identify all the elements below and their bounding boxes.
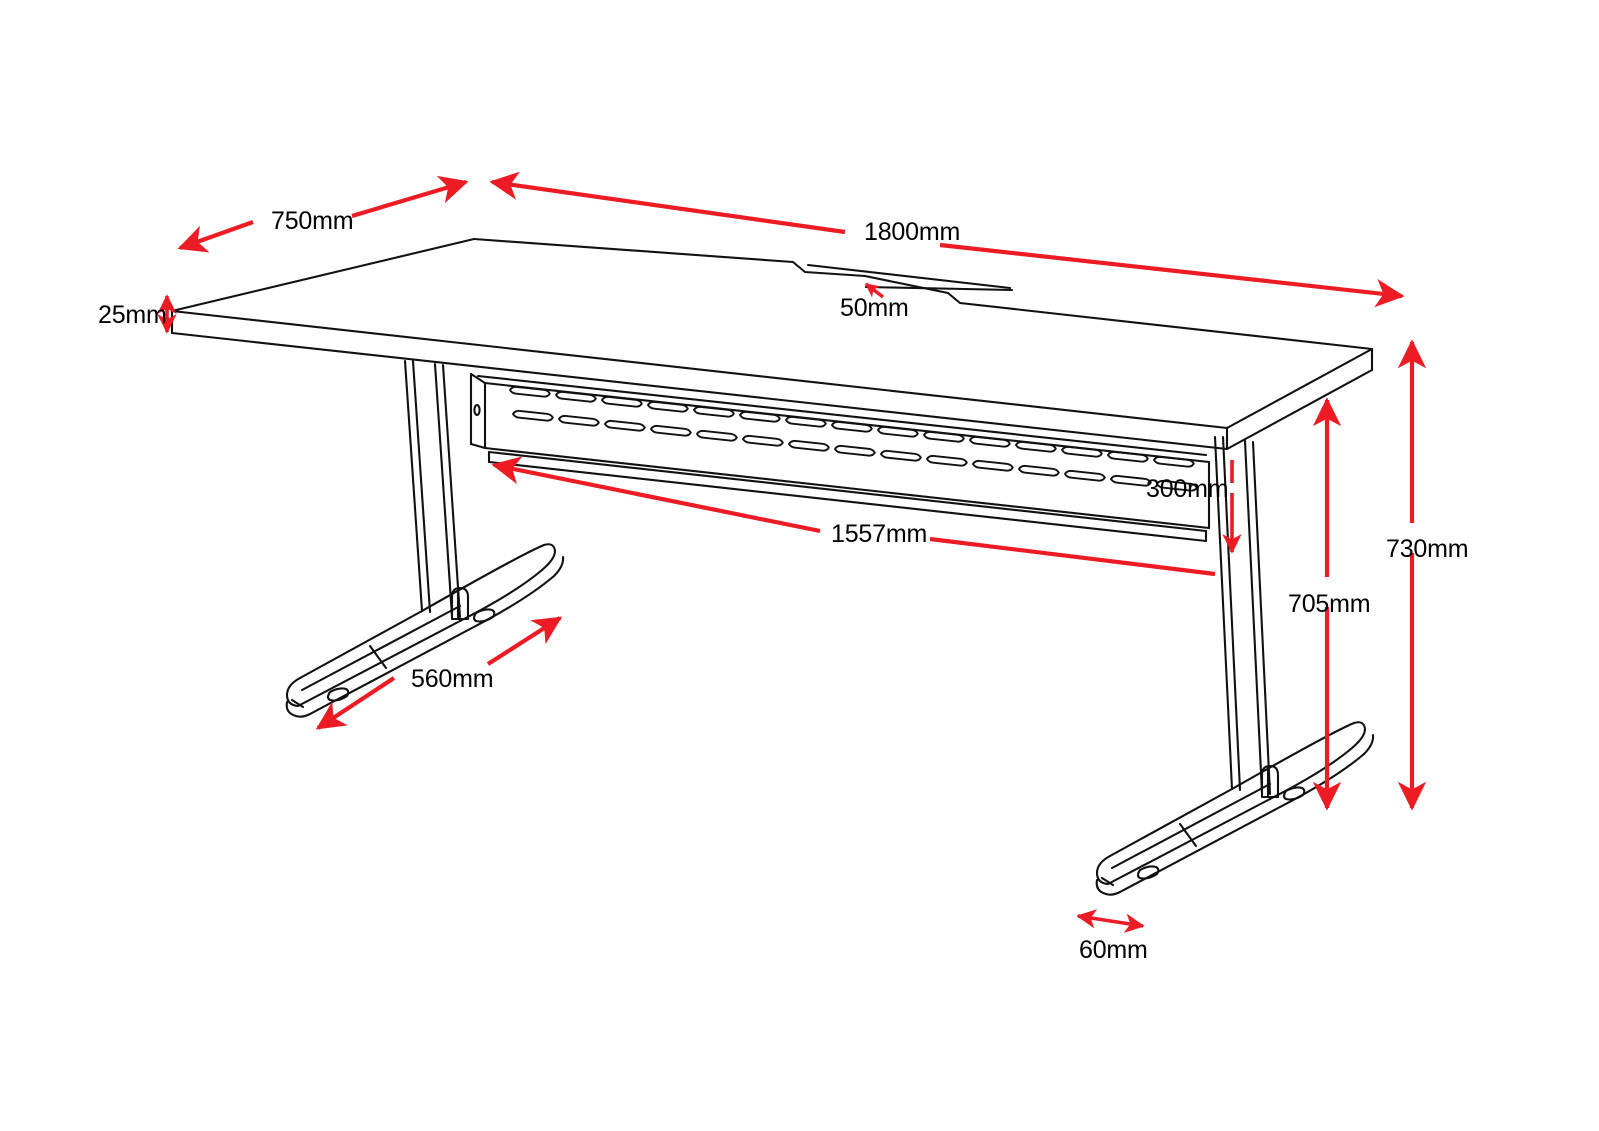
desktop-top <box>170 237 1374 430</box>
dimension-cutout-50mm <box>864 282 885 299</box>
dimension-label-cable-cutout: 50mm <box>840 294 909 322</box>
dimension-label-width: 1800mm <box>864 218 961 246</box>
right-leg <box>1095 435 1375 896</box>
left-leg <box>285 359 565 718</box>
dimension-label-overall-height: 730mm <box>1386 535 1469 563</box>
dimension-width-1800mm <box>489 171 1405 308</box>
desk-illustration <box>170 237 1375 896</box>
dimension-label-foot-width: 60mm <box>1079 936 1148 964</box>
dimension-label-foot-length: 560mm <box>411 665 494 693</box>
modesty-panel-slots-upper <box>509 385 1195 468</box>
dimension-modesty-width-1557mm <box>491 456 1216 577</box>
dimension-foot-length-560mm <box>315 616 563 730</box>
dimension-label-depth: 750mm <box>271 207 354 235</box>
modesty-panel <box>469 372 1211 543</box>
dimension-foot-width-60mm <box>1076 909 1145 933</box>
dimension-depth-750mm <box>177 175 469 253</box>
modesty-panel-slots-lower <box>512 409 1198 492</box>
dimension-label-thickness: 25mm <box>98 301 167 329</box>
dimension-label-modesty-height: 300mm <box>1146 475 1229 503</box>
dimension-label-frame-height: 705mm <box>1288 590 1371 618</box>
dimension-annotations <box>157 171 1427 933</box>
dimension-label-modesty-width: 1557mm <box>831 520 928 548</box>
